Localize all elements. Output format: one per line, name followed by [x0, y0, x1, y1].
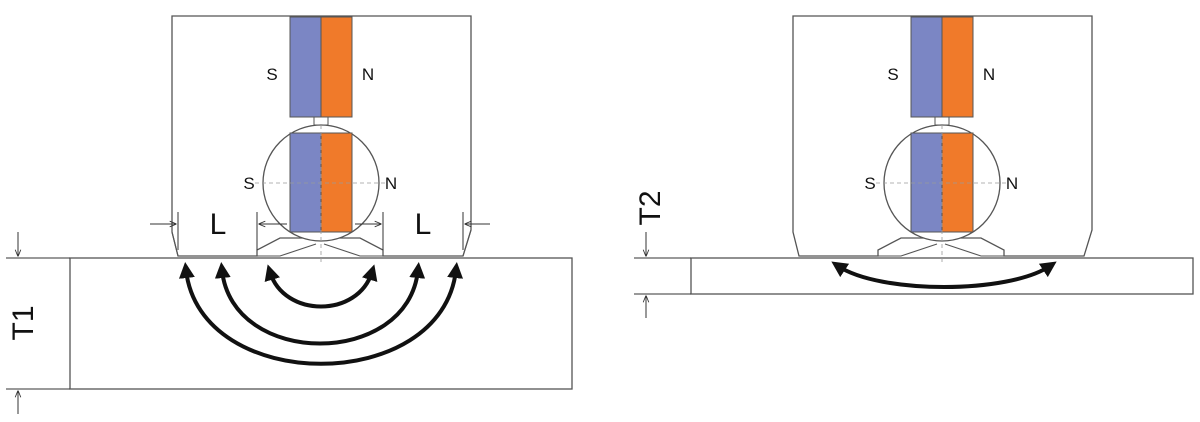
left-outer-chamfer-r	[462, 229, 472, 257]
right-rotor-s-label: S	[864, 174, 875, 193]
left-rotor-magnet-north	[320, 132, 353, 233]
right-pole-shoe-right	[944, 243, 1004, 257]
right-top-magnet-south	[910, 16, 943, 118]
right-flux-arc	[831, 261, 1057, 289]
left-assembly: S N S N L L T1	[6, 15, 573, 414]
right-thickness-t2-label: T2	[634, 190, 667, 225]
left-pole-shoe-right	[323, 243, 383, 257]
right-rotor-magnet-north	[941, 132, 974, 233]
left-gap-l-label-2: L	[415, 208, 432, 241]
right-magnet-spacer	[934, 116, 950, 126]
left-flux-arc-outer	[178, 262, 464, 366]
left-workpiece-plate	[69, 257, 573, 390]
left-rotor-s-label: S	[243, 174, 254, 193]
right-top-magnet-north	[941, 16, 974, 118]
left-thickness-t1-label: T1	[7, 305, 40, 340]
left-flux-arc-middle	[214, 262, 426, 346]
right-rotor-n-label: N	[1006, 174, 1018, 193]
right-assembly: S N S N T2	[634, 15, 1194, 318]
right-top-n-label: N	[983, 65, 995, 84]
right-rotor-magnet-south	[910, 132, 943, 233]
left-top-s-label: S	[266, 65, 277, 84]
left-outer-chamfer-l	[171, 231, 179, 257]
left-gap-l-label-1: L	[210, 208, 227, 241]
left-top-magnet-south	[289, 16, 322, 118]
left-pole-shoe-left	[257, 243, 317, 257]
left-top-magnet-north	[320, 16, 353, 118]
right-pole-shoe-left	[878, 243, 938, 257]
left-rotor-magnet-south	[289, 132, 322, 233]
left-flux-arc-inner	[264, 264, 378, 309]
left-magnet-spacer	[313, 116, 329, 126]
right-top-s-label: S	[887, 65, 898, 84]
left-rotor-n-label: N	[385, 174, 397, 193]
left-top-n-label: N	[362, 65, 374, 84]
